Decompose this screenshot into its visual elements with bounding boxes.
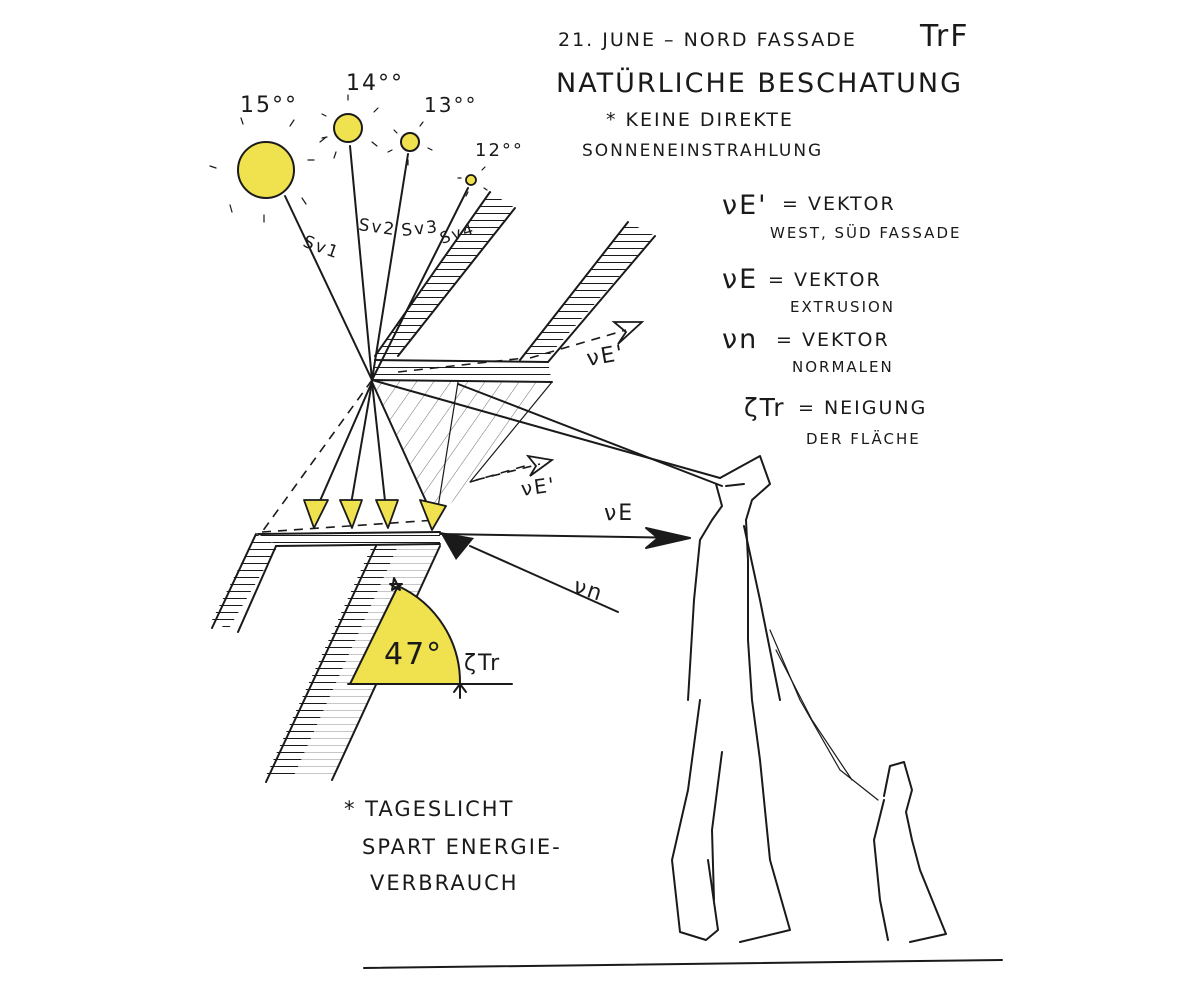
legend-symbol: νE' (722, 190, 768, 221)
vector-ve-prime-upper (529, 321, 645, 359)
yellow-arrowheads (303, 499, 447, 531)
normal-marker (440, 532, 474, 560)
label-ve: νE (604, 501, 634, 526)
footnote-line: VERBRAUCH (370, 871, 519, 895)
legend-text: = VEKTOR (768, 269, 882, 291)
sight-lines (371, 379, 723, 487)
upper-facade-band (371, 191, 656, 383)
ray-label: Sv2 (357, 215, 397, 240)
sun-14 (321, 94, 379, 159)
legend-text: = VEKTOR (776, 329, 890, 351)
person-figure (671, 455, 791, 943)
reflected-rays (315, 381, 431, 511)
sun-time-label: 13°° (424, 93, 477, 117)
legend-text: DER FLÄCHE (806, 429, 921, 448)
legend-text: = VEKTOR (782, 193, 896, 215)
leash (769, 629, 879, 801)
sun-time-label: 15°° (240, 93, 298, 118)
footnote-line: SPART ENERGIE- (362, 835, 562, 859)
note-line: SONNENEINSTRAHLUNG (582, 141, 823, 161)
shadow-volume (372, 380, 553, 521)
note-line: * KEINE DIREKTE (606, 109, 794, 131)
sun-time-label: 14°° (346, 71, 404, 96)
label-ve-prime: νE' (585, 341, 627, 372)
legend-symbol: νn (722, 324, 758, 355)
legend-text: EXTRUSION (790, 298, 895, 316)
sun-15 (209, 117, 326, 223)
legend-text: = NEIGUNG (798, 397, 927, 419)
ground-line (363, 959, 1003, 969)
ray-label: Sv1 (300, 232, 342, 264)
vector-ve-prime-lower (475, 454, 555, 481)
sun-time-label: 12°° (475, 140, 524, 161)
legend-symbol: ζTr (744, 393, 785, 422)
footnote-line: * TAGESLICHT (344, 797, 514, 821)
sun-12 (457, 166, 488, 197)
angle-value: 47° (384, 637, 443, 672)
legend-symbol: νE (722, 264, 758, 295)
label-ve-prime: νE' (519, 472, 557, 501)
legend-text: WEST, SÜD FASSADE (770, 223, 961, 242)
dog-figure (873, 761, 947, 943)
projection-outline (261, 357, 529, 533)
legend: νE' = VEKTOR WEST, SÜD FASSADE νE = VEKT… (722, 190, 961, 448)
legend-text: NORMALEN (792, 358, 894, 376)
main-title: NATÜRLICHE BESCHATUNG (556, 67, 963, 99)
angle-symbol: ζTr (464, 651, 501, 676)
vector-vn (469, 545, 619, 613)
tilt-angle-wedge (347, 577, 513, 699)
vector-ve (439, 527, 691, 549)
label-vn: νn (570, 574, 606, 607)
author-initials: TrF (919, 19, 970, 54)
sun-13 (387, 121, 433, 166)
ray-label: Sv3 (400, 217, 440, 241)
date-facade-heading: 21. JUNE – NORD FASSADE (558, 29, 857, 51)
